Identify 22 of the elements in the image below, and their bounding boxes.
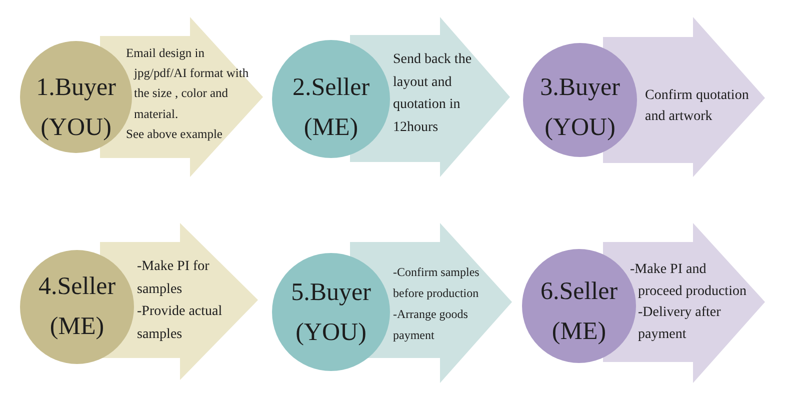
role-label: (YOU): [544, 113, 616, 143]
step-title: 3.Buyer: [540, 73, 620, 103]
step-description: Confirm quotation and artwork: [645, 87, 750, 126]
step-title: 2.Seller: [292, 73, 370, 103]
step-description: -Make PI and proceed production: [630, 261, 748, 301]
step-title: 1.Buyer: [36, 73, 116, 103]
step-description: -Provide actual samples: [137, 303, 224, 344]
step-title: 5.Buyer: [291, 278, 371, 308]
step-description: Send back the layout and quotation in 12hours: [393, 51, 473, 138]
role-label: (YOU): [296, 318, 366, 348]
step-description: -Delivery after payment: [637, 304, 722, 344]
step-description: Email design in jpg/pdf/AI format with the size , color and material.: [126, 45, 250, 123]
step-description: See above example: [126, 126, 222, 143]
step-description: -Confirm samples before production: [393, 264, 480, 302]
role-label: (ME): [552, 317, 606, 347]
step-title: 4.Seller: [38, 272, 116, 302]
step-description: -Arrange goods payment: [393, 306, 469, 344]
step-description: -Make PI for samples: [137, 258, 210, 298]
role-label: (ME): [50, 312, 104, 342]
step-title: 6.Seller: [540, 277, 618, 307]
role-label: (YOU): [40, 113, 112, 143]
role-label: (ME): [304, 113, 358, 143]
